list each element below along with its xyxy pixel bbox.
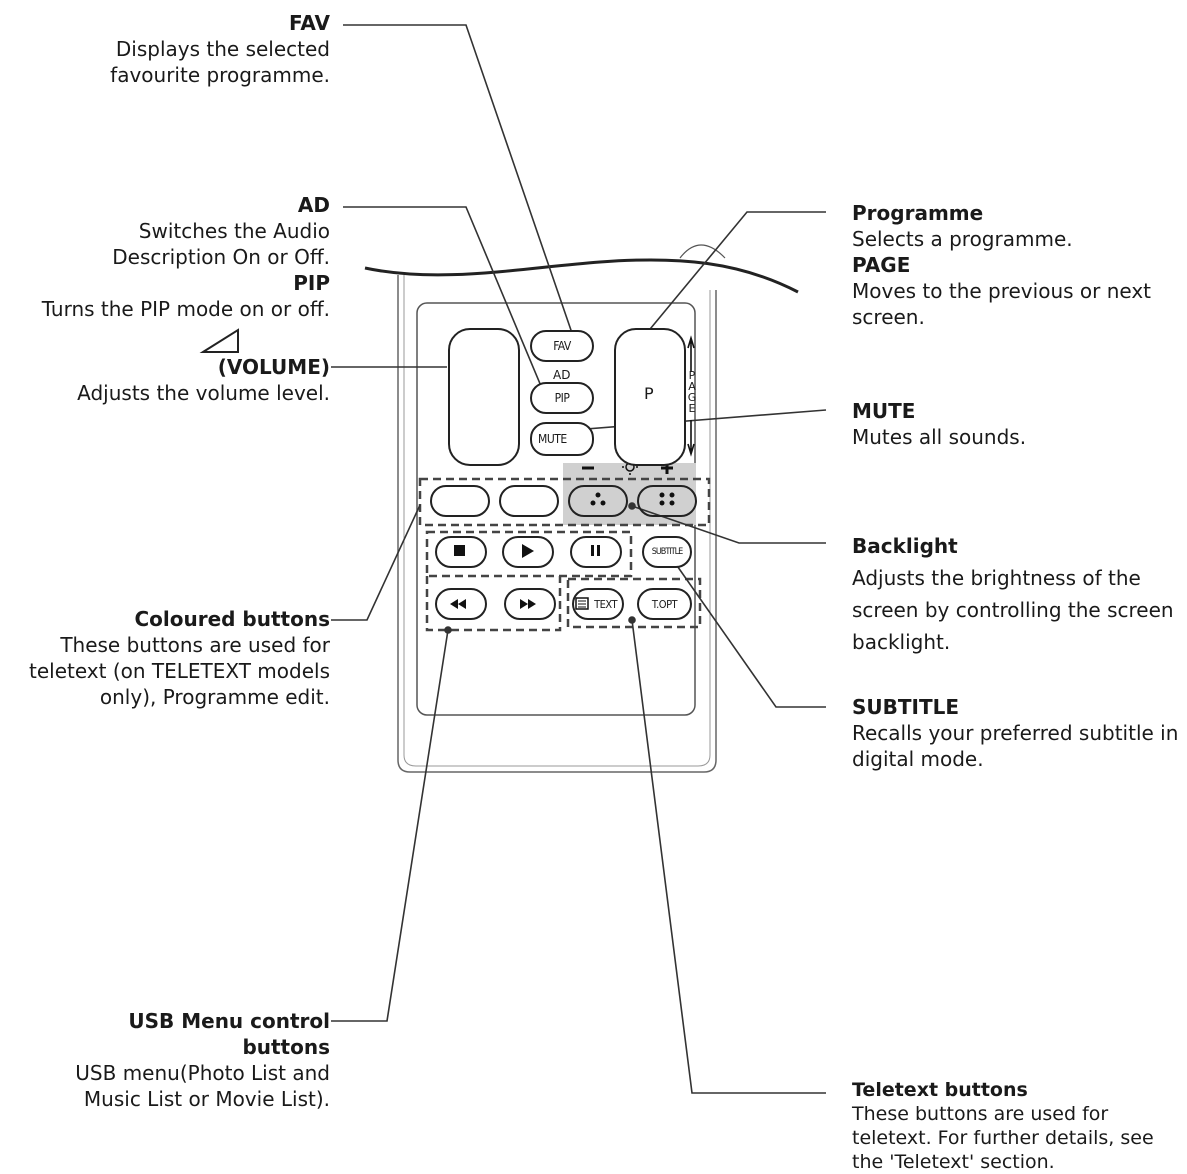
volume-rocker[interactable] <box>448 328 520 466</box>
leader-subtitle <box>672 559 826 708</box>
leader-mute <box>547 409 827 433</box>
pause-icon-b <box>597 545 600 556</box>
remote-top-arc <box>679 244 726 259</box>
page-down-arrow-icon <box>687 420 695 457</box>
usb-callout: USB Menu control buttons USB menu(Photo … <box>0 1008 330 1112</box>
remote-body-outline <box>397 275 717 773</box>
subtitle-title: SUBTITLE <box>852 695 960 719</box>
programme-desc: Selects a programme. <box>852 227 1073 251</box>
volume-callout: (VOLUME) Adjusts the volume level. <box>0 354 330 406</box>
pause-button[interactable] <box>570 536 622 568</box>
ad-desc: Switches the Audio Description On or Off… <box>112 219 330 269</box>
programme-callout: Programme Selects a programme. PAGE Move… <box>852 200 1182 330</box>
subtitle-callout: SUBTITLE Recalls your preferred subtitle… <box>852 694 1182 772</box>
teletext-group <box>566 577 702 629</box>
text-remote-label: TEXT <box>594 597 617 611</box>
ad-title: AD <box>297 193 330 217</box>
play-button[interactable] <box>502 536 554 568</box>
backlight-desc: Adjusts the brightness of the screen by … <box>852 566 1174 654</box>
volume-desc: Adjusts the volume level. <box>77 381 330 405</box>
programme-p-label: P <box>644 384 654 403</box>
fav-callout: FAV Displays the selected favourite prog… <box>0 10 330 88</box>
ad-pip-callout: AD Switches the Audio Description On or … <box>0 192 330 322</box>
teletext-callout: Teletext buttons These buttons are used … <box>852 1078 1172 1174</box>
page-letter: E <box>688 402 696 415</box>
usb-group-top <box>425 530 633 578</box>
pip-title: PIP <box>293 271 330 295</box>
green-button[interactable] <box>499 485 559 517</box>
leader-programme <box>640 211 826 341</box>
remote-body-inner <box>403 275 711 767</box>
mute-button[interactable]: MUTE <box>530 422 594 456</box>
volume-title: (VOLUME) <box>217 355 330 379</box>
rewind-icon <box>450 599 466 609</box>
page-letter: P <box>688 369 696 382</box>
leader-ad <box>343 206 547 399</box>
teletext-desc: These buttons are used for teletext. For… <box>852 1103 1154 1173</box>
fav-desc: Displays the selected favourite programm… <box>110 37 330 87</box>
usb-group-bottom <box>425 576 562 632</box>
fast-forward-icon <box>520 599 536 609</box>
leader-coloured <box>331 504 421 621</box>
page-letter: A <box>688 380 696 393</box>
red-button[interactable] <box>430 485 490 517</box>
stop-icon <box>454 545 465 556</box>
mute-remote-label: MUTE <box>538 432 567 446</box>
mute-title: MUTE <box>852 399 916 423</box>
yellow-button[interactable] <box>568 485 628 517</box>
page-up-arrow-icon <box>687 335 695 372</box>
backlight-callout: Backlight Adjusts the brightness of the … <box>852 530 1177 658</box>
coloured-group <box>418 477 711 527</box>
pip-button[interactable]: PIP <box>530 382 594 414</box>
fast-forward-button[interactable] <box>504 588 556 620</box>
topt-button[interactable]: T.OPT <box>637 588 692 620</box>
stop-button[interactable] <box>435 536 487 568</box>
backlight-title: Backlight <box>852 534 958 558</box>
coloured-callout: Coloured buttons These buttons are used … <box>0 606 330 710</box>
programme-title: Programme <box>852 201 984 225</box>
programme-rocker[interactable] <box>614 328 686 466</box>
play-icon <box>522 544 534 558</box>
teletext-title: Teletext buttons <box>852 1079 1028 1101</box>
volume-icon <box>199 328 239 353</box>
blue-button[interactable] <box>637 485 697 517</box>
leader-fav <box>343 24 574 337</box>
page-desc: Moves to the previous or next screen. <box>852 279 1152 329</box>
coloured-desc: These buttons are used for teletext (on … <box>28 633 330 709</box>
pip-desc: Turns the PIP mode on or off. <box>41 297 330 321</box>
usb-title: USB Menu control buttons <box>128 1009 330 1059</box>
leader-backlight <box>631 505 826 544</box>
ad-remote-label: AD <box>553 368 571 382</box>
subtitle-button[interactable]: SUBTITLE <box>642 536 692 568</box>
leader-usb <box>331 629 449 1022</box>
rewind-button[interactable] <box>435 588 487 620</box>
fav-title: FAV <box>289 11 330 35</box>
text-button[interactable]: TEXT <box>572 588 624 620</box>
pause-icon-a <box>591 545 594 556</box>
subtitle-desc: Recalls your preferred subtitle in digit… <box>852 721 1179 771</box>
coloured-title: Coloured buttons <box>134 607 330 631</box>
page-letter: G <box>687 391 697 404</box>
fav-button[interactable]: FAV <box>530 330 594 362</box>
leader-teletext <box>631 619 826 1094</box>
usb-desc: USB menu(Photo List and Music List or Mo… <box>75 1061 330 1111</box>
mute-desc: Mutes all sounds. <box>852 425 1027 449</box>
page-title: PAGE <box>852 253 911 277</box>
mute-callout: MUTE Mutes all sounds. <box>852 398 1182 450</box>
remote-top-wave <box>364 258 799 294</box>
